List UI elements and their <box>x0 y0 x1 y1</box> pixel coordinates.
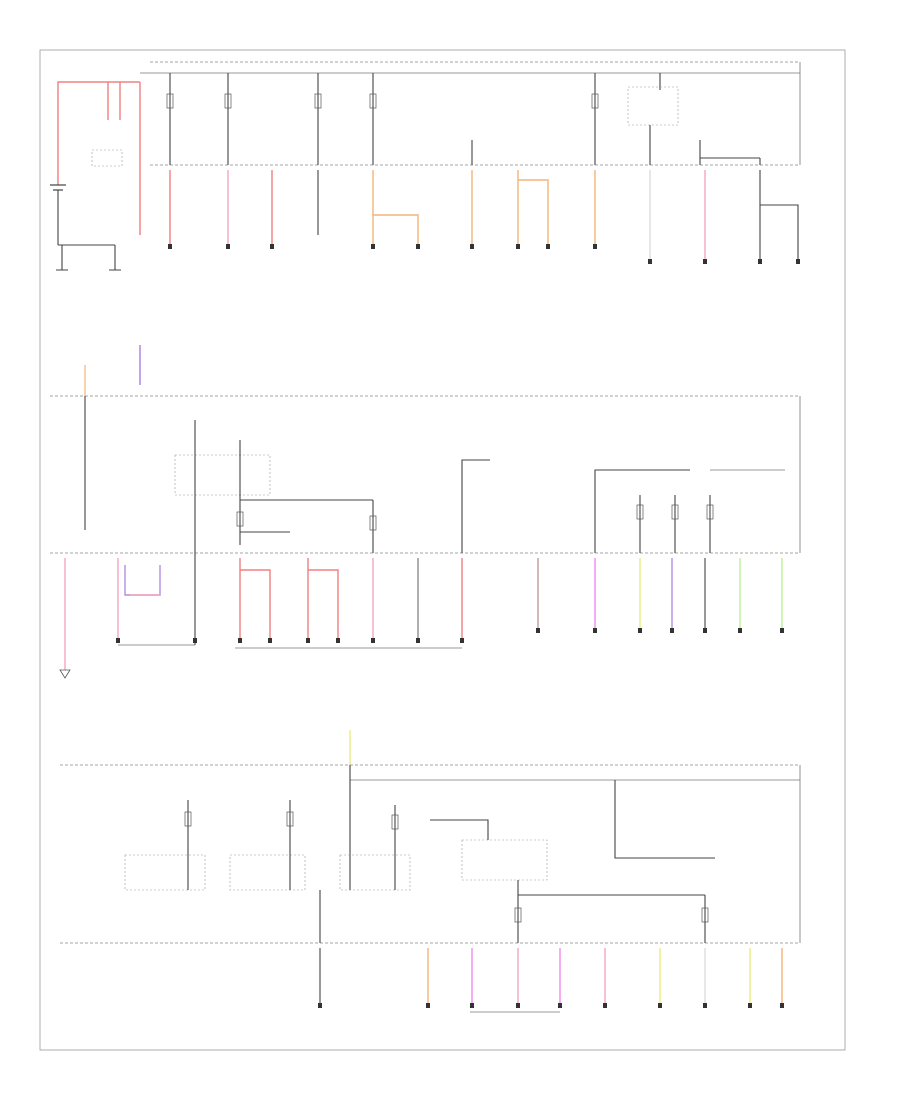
relay-icon <box>229 854 306 891</box>
fuse-icon <box>184 811 709 923</box>
relay-icon <box>339 854 411 891</box>
relay-icon <box>627 86 679 126</box>
connector-icon <box>116 628 784 643</box>
section-2 <box>50 345 801 679</box>
wires-row2 <box>64 558 783 670</box>
section-1 <box>50 61 801 271</box>
connector-icon <box>168 244 800 264</box>
section-3 <box>60 730 801 1013</box>
wires-row1 <box>169 170 799 260</box>
fuse-droppers-row1 <box>169 73 661 165</box>
relay-icon <box>174 454 271 496</box>
ground-icon <box>59 669 71 679</box>
fuse-icon <box>166 93 599 109</box>
diagram-frame <box>39 49 846 1051</box>
battery-icon <box>50 184 66 191</box>
fuse-icon <box>236 504 714 531</box>
wires-row3 <box>319 948 783 1005</box>
relay-icon <box>461 839 548 881</box>
connector-icon <box>318 1003 784 1008</box>
relay-icon <box>124 854 206 891</box>
starter-relay-box <box>91 149 123 167</box>
